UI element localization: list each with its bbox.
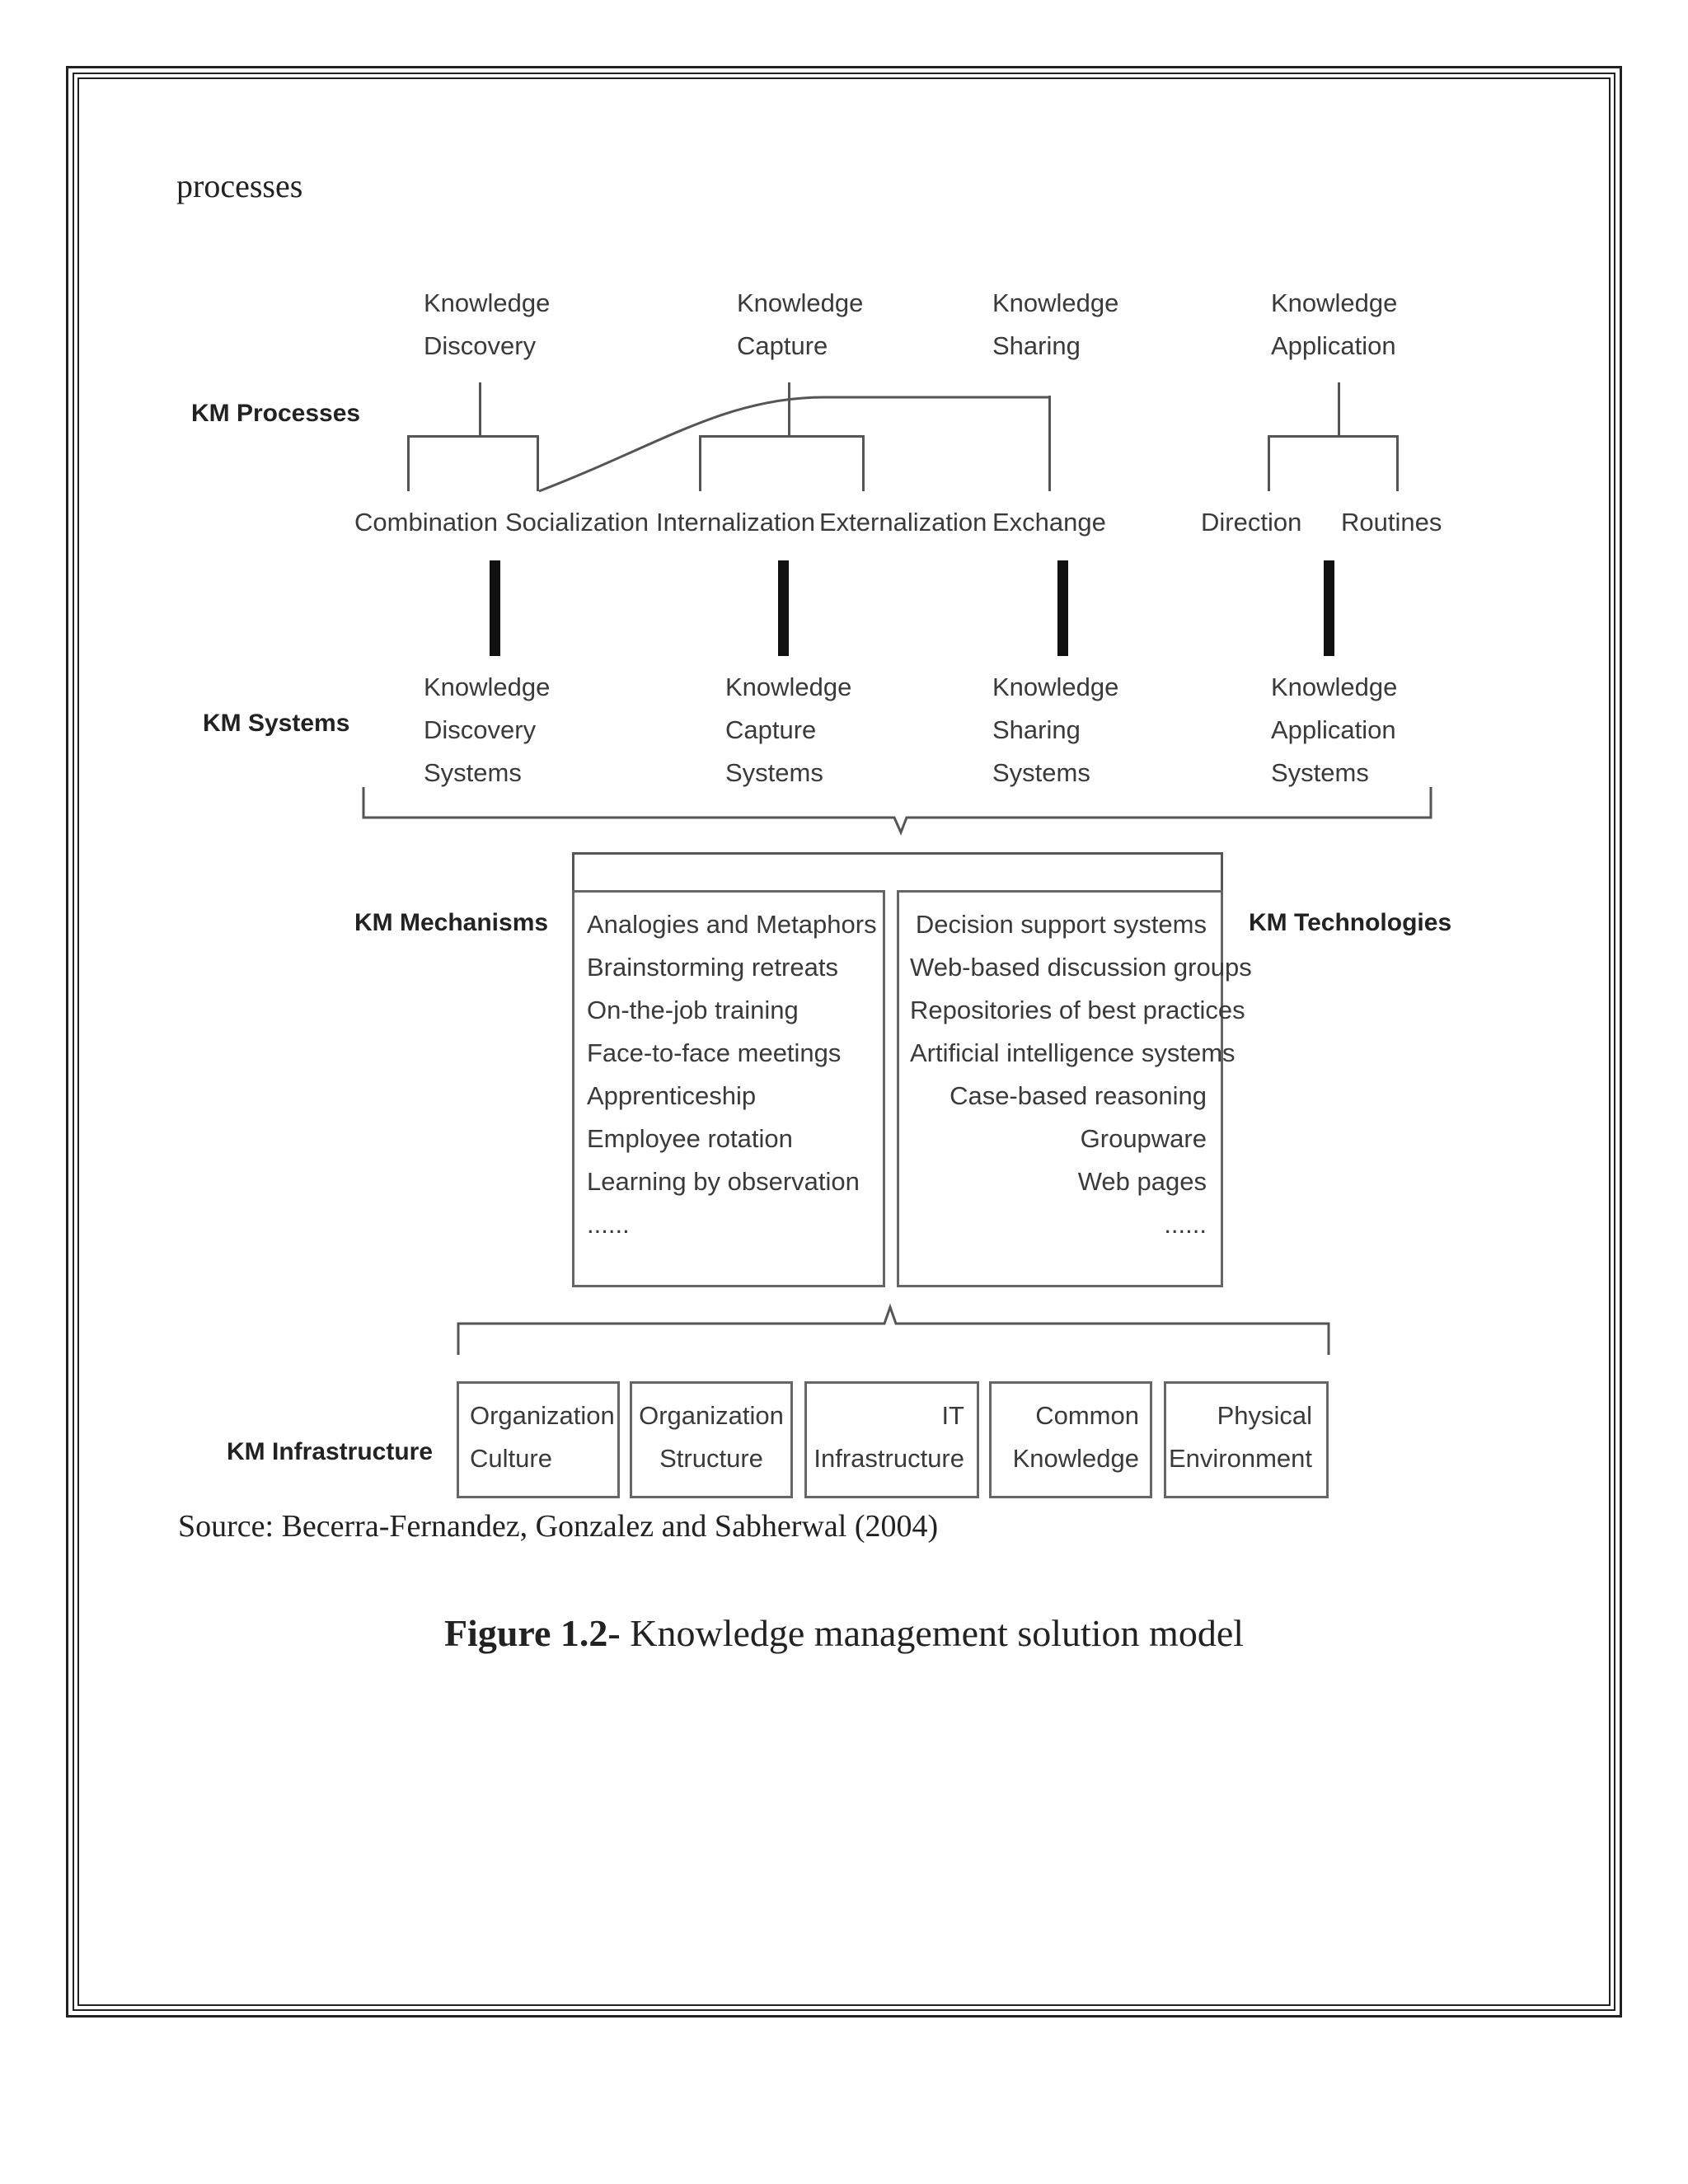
systems-brace (362, 787, 1432, 836)
technology-item: Web pages (1077, 1167, 1207, 1196)
capture-right-leg-line (862, 435, 865, 491)
page-border-middle (73, 73, 1615, 2011)
infrastructure-organization-structure-box (630, 1381, 793, 1498)
subprocess-combination: Combination (354, 508, 499, 537)
technology-item: Artificial intelligence systems (910, 1038, 1236, 1067)
subprocess-exchange: Exchange (992, 508, 1106, 537)
sharing-connector-line (1048, 396, 1051, 491)
subprocess-direction: Direction (1201, 508, 1302, 537)
mechanisms-technologies-bottom-brace (457, 1303, 1330, 1355)
technology-item: Decision support systems (915, 910, 1207, 939)
km-mechanisms-box (572, 890, 885, 1287)
mt-top-bracket-line (572, 852, 1223, 855)
discovery-stem-line (479, 382, 481, 437)
mechanism-item: Face-to-face meetings (587, 1038, 842, 1067)
figure-caption: Figure 1.2- Knowledge management solutio… (0, 1607, 1688, 1660)
socialization-sharing-curve (538, 396, 1048, 493)
discovery-left-leg-line (407, 435, 410, 491)
km-technologies-box (897, 890, 1223, 1287)
application-left-leg-line (1268, 435, 1270, 491)
application-stem-line (1338, 382, 1340, 437)
capture-connector-bar (778, 560, 789, 656)
discovery-connector-bar (490, 560, 500, 656)
row-label-km-processes: KM Processes (191, 400, 361, 427)
figure-caption-label: Figure 1.2- (443, 1612, 621, 1654)
subprocess-externalization: Externalization (819, 508, 987, 537)
mechanism-item: Employee rotation (587, 1124, 793, 1153)
infrastructure-it-box (804, 1381, 979, 1498)
figure-caption-text: Knowledge management solution model (620, 1612, 1245, 1654)
mechanism-item: Analogies and Metaphors (587, 910, 877, 939)
row-label-km-mechanisms: KM Mechanisms (354, 909, 549, 936)
cut-off-heading: processes (176, 180, 303, 204)
mechanism-item: Learning by observation (587, 1167, 860, 1196)
mt-top-bracket-left-leg (572, 852, 574, 892)
mechanism-item: ...... (587, 1210, 630, 1239)
mechanism-item: Apprenticeship (587, 1081, 757, 1110)
infrastructure-common-knowledge-box (989, 1381, 1152, 1498)
technology-item: Repositories of best practices (910, 996, 1245, 1024)
capture-left-leg-line (699, 435, 701, 491)
page-border-inner (77, 77, 1611, 2006)
technology-item: Web-based discussion groups (910, 953, 1252, 982)
discovery-right-leg-line (537, 435, 539, 491)
application-right-leg-line (1396, 435, 1399, 491)
subprocess-internalization: Internalization (656, 508, 816, 537)
technology-item: Groupware (1080, 1124, 1207, 1153)
capture-stem-line (788, 382, 790, 437)
subprocess-routines: Routines (1341, 508, 1442, 537)
page-border-outer (66, 66, 1622, 2018)
subprocess-socialization: Socialization (505, 508, 649, 537)
mechanism-item: Brainstorming retreats (587, 953, 838, 982)
application-connector-bar (1324, 560, 1334, 656)
application-bracket-line (1268, 435, 1399, 438)
infrastructure-organization-culture-box (457, 1381, 620, 1498)
mechanism-item: On-the-job training (587, 996, 799, 1024)
discovery-bracket-line (407, 435, 539, 438)
technology-item: Case-based reasoning (950, 1081, 1207, 1110)
sharing-connector-bar (1057, 560, 1068, 656)
mt-top-bracket-right-leg (1221, 852, 1223, 892)
technology-item: ...... (1164, 1210, 1207, 1239)
row-label-km-technologies: KM Technologies (1249, 909, 1452, 936)
capture-bracket-line (699, 435, 865, 438)
row-label-km-infrastructure: KM Infrastructure (227, 1438, 434, 1465)
figure-source: Source: Becerra-Fernandez, Gonzalez and … (178, 1509, 939, 1544)
row-label-km-systems: KM Systems (203, 710, 350, 737)
infrastructure-physical-environment-box (1164, 1381, 1329, 1498)
